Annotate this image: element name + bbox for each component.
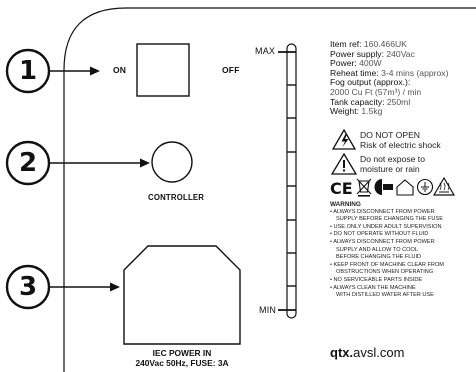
- hot-surface-icon: [432, 176, 456, 196]
- spec-item: Fog output (approx.):: [330, 77, 411, 88]
- ce-mark-icon: CE: [330, 179, 353, 198]
- svg-text:CE: CE: [330, 179, 353, 198]
- shock-warning-line1: DO NOT OPEN: [360, 130, 421, 140]
- switch-off-label: OFF: [222, 65, 240, 75]
- iec-label-line2: 240Vac 50Hz, FUSE: 3A: [135, 358, 229, 368]
- spec-item: 2000 Cu Ft (57m³) / min: [330, 87, 422, 97]
- leader-arrow-1: [49, 66, 100, 76]
- callout-number-2: 2: [18, 148, 38, 178]
- earth-icon: [416, 178, 434, 196]
- warning-item: • NO SERVICEABLE PARTS INSIDE: [330, 276, 423, 283]
- warning-item: • ALWAYS CLEAN THE MACHINE: [330, 284, 416, 291]
- callout-number-1: 1: [18, 56, 38, 86]
- iec-label-line1: IEC POWER IN: [152, 348, 212, 358]
- warning-item: SUPPLY AND ALLOW TO COOL: [336, 246, 418, 253]
- switch-on-label: ON: [113, 65, 127, 75]
- panel-outline: [63, 7, 476, 372]
- controller-socket: [151, 141, 193, 183]
- spec-item: Item ref: 160.466UK: [330, 39, 407, 49]
- warning-list: WARNING • ALWAYS DISCONNECT FROM POWER S…: [330, 201, 444, 300]
- weee-bin-icon: [356, 178, 372, 197]
- warning-item: • ALWAYS DISCONNECT FROM POWER: [330, 238, 435, 245]
- warning-item: BEFORE CHANGING THE FLUID: [336, 254, 422, 261]
- leader-arrow-2: [49, 158, 150, 168]
- controller-label: CONTROLLER: [148, 193, 205, 202]
- gauge-max-label: MAX: [255, 46, 276, 56]
- leader-arrow-3: [49, 282, 120, 292]
- fluid-level-gauge: [278, 43, 297, 319]
- warning-item: • USE ONLY UNDER ADULT SUPERVISION: [330, 223, 442, 230]
- class2-icon: [374, 179, 393, 195]
- spec-item: Power supply: 240Vac: [330, 48, 415, 59]
- callout-number-3: 3: [18, 272, 38, 302]
- warning-item: SUPPLY BEFORE CHANGING THE FUSE: [336, 216, 443, 223]
- website-url: qtx.avsl.com: [330, 345, 405, 360]
- spec-item: Reheat time: 3-4 mins (approx): [330, 67, 449, 78]
- shock-warning-line2: Risk of electric shock: [360, 140, 441, 150]
- warning-item: • KEEP FRONT OF MACHINE CLEAR FROM: [330, 261, 444, 268]
- indoor-use-icon: [396, 179, 414, 196]
- electric-shock-warning-icon: [331, 128, 357, 150]
- moisture-warning-icon: [330, 152, 358, 175]
- warning-item: WITH DISTILLED WATER AFTER USE: [336, 292, 434, 299]
- warning-item: • DO NOT OPERATE WITHOUT FLUID: [330, 231, 429, 238]
- warning-item: OBSTRUCTIONS WHEN OPERATING: [336, 269, 434, 276]
- power-switch: [136, 43, 190, 97]
- iec-inlet: [123, 245, 241, 345]
- gauge-min-label: MIN: [259, 305, 277, 315]
- certification-icons: CE: [330, 176, 456, 198]
- spec-item: Tank capacity: 250ml: [330, 96, 411, 107]
- spec-item: Power: 400W: [330, 58, 382, 69]
- warning-item: • ALWAYS DISCONNECT FROM POWER: [330, 208, 435, 215]
- warning-heading: WARNING: [330, 201, 361, 208]
- moisture-warning-line2: moisture or rain: [360, 164, 420, 174]
- moisture-warning-line1: Do not expose to: [360, 154, 425, 164]
- spec-item: Weight: 1.5kg: [330, 106, 383, 117]
